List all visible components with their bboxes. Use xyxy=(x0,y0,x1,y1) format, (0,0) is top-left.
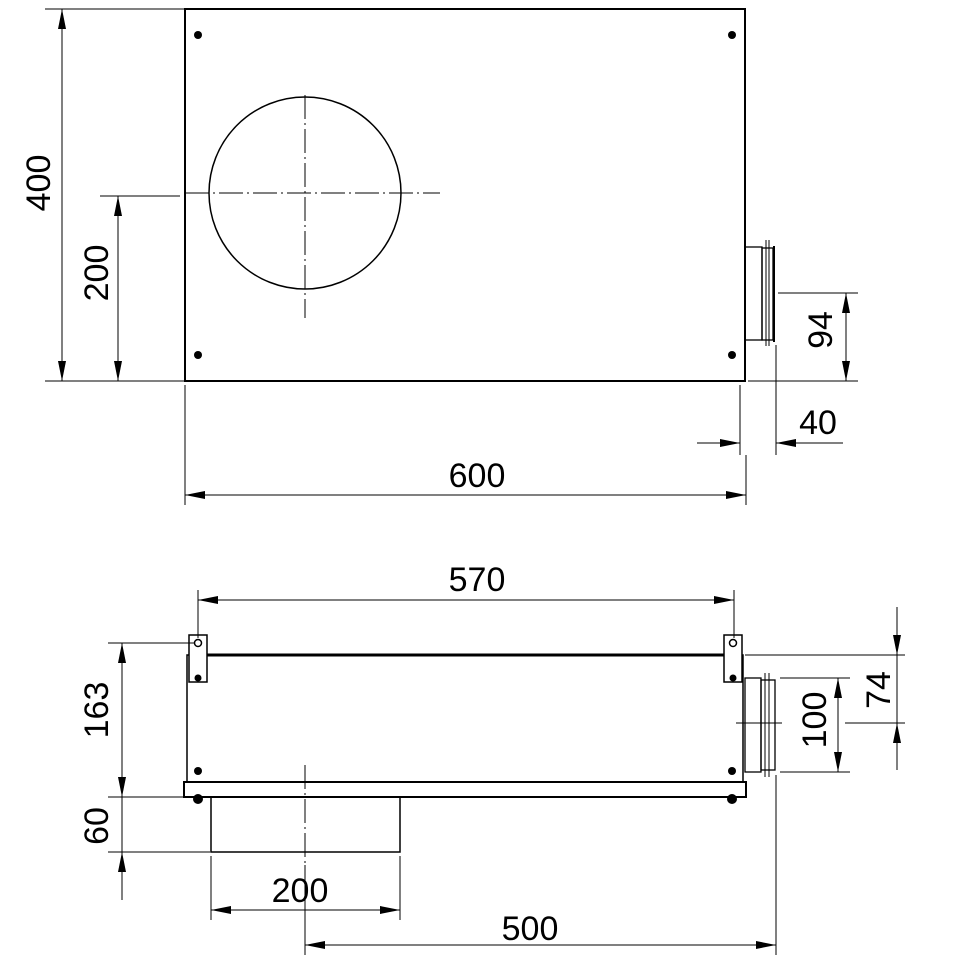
dim-label-outlet-center-from-top: 74 xyxy=(860,671,898,709)
unit-body-side xyxy=(186,654,744,783)
dim-label-outlet-diameter: 100 xyxy=(796,692,834,749)
unit-outline-top xyxy=(184,8,746,382)
dim-label-inlet-spigot-diameter: 200 xyxy=(272,872,329,910)
screw-dot xyxy=(728,31,736,39)
dim-label-bracket-spacing: 570 xyxy=(449,561,506,599)
screw-dot xyxy=(728,351,736,359)
dim-label-height-total: 400 xyxy=(20,155,58,212)
dim-label-outlet-length: 40 xyxy=(799,404,837,442)
dim-label-inlet-center-height: 200 xyxy=(78,245,116,302)
top-view: 400 200 94 40 600 xyxy=(20,8,858,505)
base-plate xyxy=(183,781,747,798)
screw-dot xyxy=(194,31,202,39)
dim-label-outlet-center-height: 94 xyxy=(802,311,840,349)
outlet-spigot-side xyxy=(736,673,782,777)
side-view: 570 163 60 200 500 100 74 xyxy=(78,561,905,955)
screw-dot xyxy=(194,351,202,359)
dim-label-inlet-to-outlet: 500 xyxy=(502,910,559,948)
mounting-bracket-right xyxy=(723,634,743,683)
mounting-bracket-left xyxy=(188,634,208,683)
outlet-spigot-top xyxy=(744,240,775,346)
dim-label-inlet-spigot-height: 60 xyxy=(78,807,116,845)
dim-label-width-total: 600 xyxy=(449,457,506,495)
dim-label-body-height: 163 xyxy=(78,682,116,739)
